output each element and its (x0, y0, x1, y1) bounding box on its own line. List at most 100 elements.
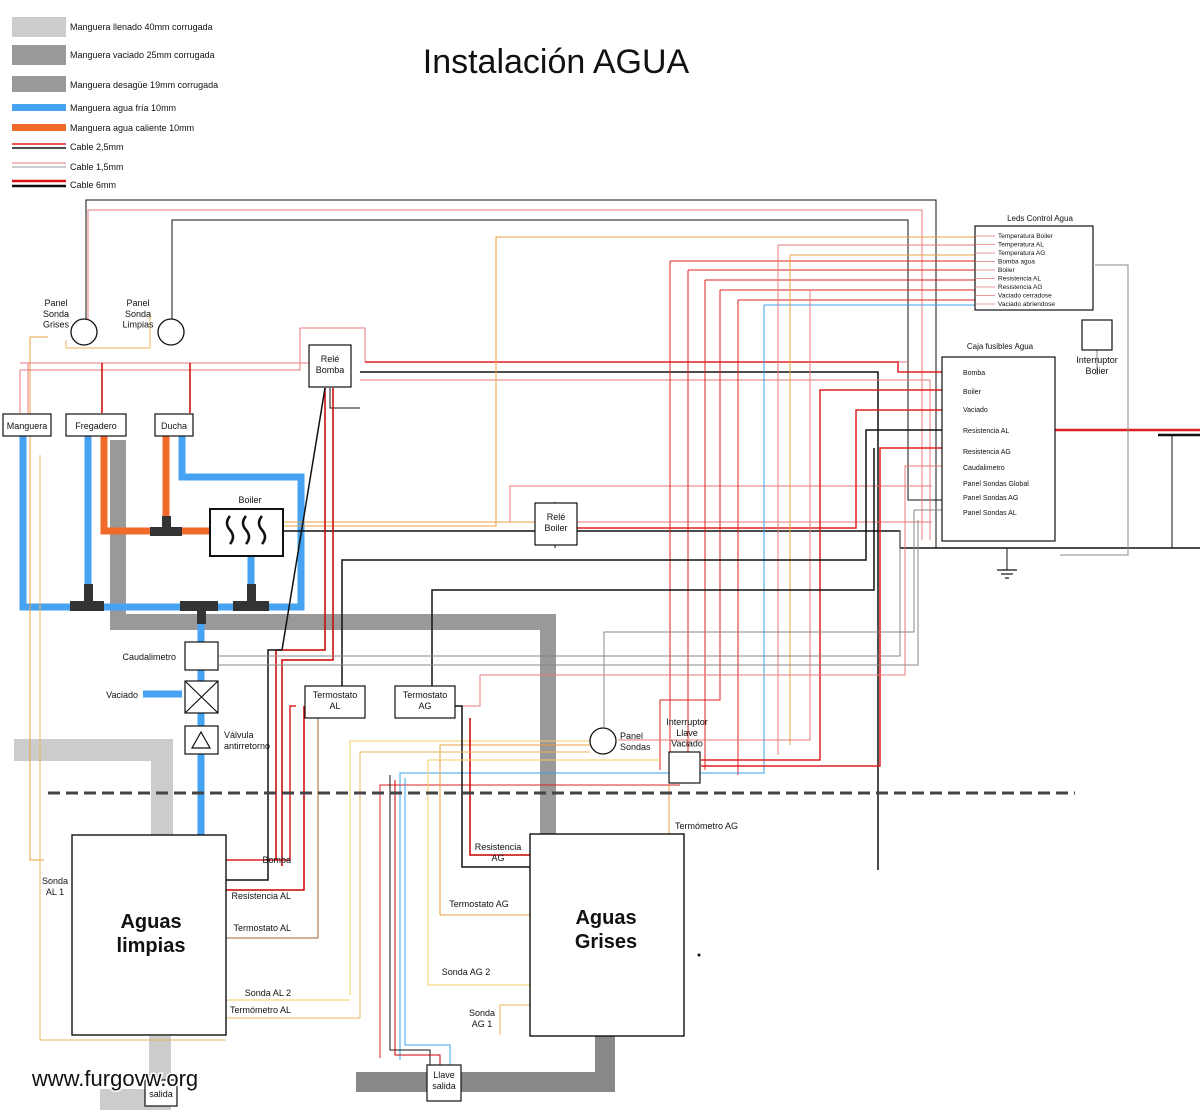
caudalimetro[interactable]: Caudalimetro (122, 641, 219, 671)
fuses-title: Caja fusibles Agua (967, 342, 1034, 351)
triangle-icon (190, 730, 212, 749)
legend-swatch-vaciado (12, 45, 66, 65)
wires (19, 199, 1200, 1065)
led-item: Bomba agua (998, 259, 1035, 266)
llave-salida-box (426, 1064, 462, 1102)
manguera-label: Manguera (7, 421, 48, 431)
boiler-label: Boiler (238, 495, 261, 505)
led-item: Vaciado cerradose (998, 293, 1052, 300)
legend-label-cable-6: Cable 6mm (70, 180, 116, 190)
led-item: Temperatura Boiler (998, 233, 1054, 240)
fuse-item: Panel Sondas Global (963, 481, 1029, 488)
termometro-ag-label: Termómetro AG (675, 821, 738, 831)
legend-swatch-agua-caliente (12, 124, 66, 131)
limpias-connection-label: Bomba (262, 855, 291, 865)
manguera-box[interactable]: Manguera (2, 413, 52, 437)
grises-connection-label: Termostato AG (449, 899, 509, 909)
legend: Manguera llenado 40mm corrugada Manguera… (12, 17, 218, 190)
limpias-connection-label: Sonda AL 2 (245, 988, 291, 998)
fregadero-box[interactable]: Fregadero (65, 413, 127, 437)
ducha-box[interactable]: Ducha (154, 413, 194, 437)
salida-label: salida (149, 1089, 173, 1099)
legend-label-agua-fria: Manguera agua fría 10mm (70, 103, 176, 113)
legend-label-llenado: Manguera llenado 40mm corrugada (70, 22, 213, 32)
led-item: Vaciado abriendose (998, 301, 1055, 308)
fuse-item: Vaciado (963, 407, 988, 414)
led-item: Resistencia AL (998, 276, 1041, 283)
legend-label-vaciado: Manguera vaciado 25mm corrugada (70, 50, 215, 60)
fregadero-label: Fregadero (75, 421, 117, 431)
salida: salida (144, 1079, 178, 1107)
watermark: www.furgovw.org (31, 1066, 198, 1091)
fuses-box (941, 356, 1056, 542)
stray-dot (697, 953, 701, 957)
panel-sondas-icon (589, 727, 617, 755)
limpias-connection-label: Termostato AL (233, 923, 291, 933)
led-item: Boiler (998, 267, 1015, 274)
ground-icon (997, 569, 1017, 579)
legend-label-agua-caliente: Manguera agua caliente 10mm (70, 123, 194, 133)
fuse-item: Resistencia AL (963, 428, 1009, 435)
caja-fusibles: Caja fusibles Agua BombaBoilerVaciadoRes… (941, 342, 1056, 542)
limpias-connection-label: Resistencia AL (231, 891, 291, 901)
led-item: Resistencia AG (998, 284, 1042, 291)
boiler[interactable]: Boiler (209, 495, 284, 557)
fuse-item: Boiler (963, 389, 982, 396)
fuse-item: Panel Sondas AG (963, 495, 1018, 502)
legend-label-cable-25: Cable 2,5mm (70, 142, 124, 152)
leds-box (974, 225, 1094, 311)
salida-box (144, 1079, 178, 1107)
fuse-item: Panel Sondas AL (963, 510, 1017, 517)
fuse-item: Resistencia AG (963, 449, 1011, 456)
valvula-box (184, 725, 219, 755)
diagram-title: Instalación AGUA (423, 43, 690, 81)
vaciado-label: Vaciado (106, 690, 138, 700)
caudalimetro-box (184, 641, 219, 671)
interruptor-boiler-box (1081, 319, 1113, 351)
panel-sonda-limpias-icon (157, 318, 185, 346)
aguas-grises-box (529, 833, 685, 1037)
grises-connection-label: Sonda AG 2 (442, 967, 491, 977)
leds-control-panel: Leds Control Agua Temperatura BoilerTemp… (974, 214, 1094, 311)
panel-sonda-grises-icon (70, 318, 98, 346)
legend-swatch-desague (12, 76, 66, 92)
legend-swatch-llenado (12, 17, 66, 37)
ducha-label: Ducha (161, 421, 187, 431)
valve-x-icon (184, 680, 219, 714)
interruptor-llave-box (668, 751, 701, 784)
vaciado-valve[interactable]: Vaciado (106, 680, 219, 714)
led-item: Temperatura AL (998, 242, 1044, 249)
fuse-item: Caudalimetro (963, 465, 1005, 472)
